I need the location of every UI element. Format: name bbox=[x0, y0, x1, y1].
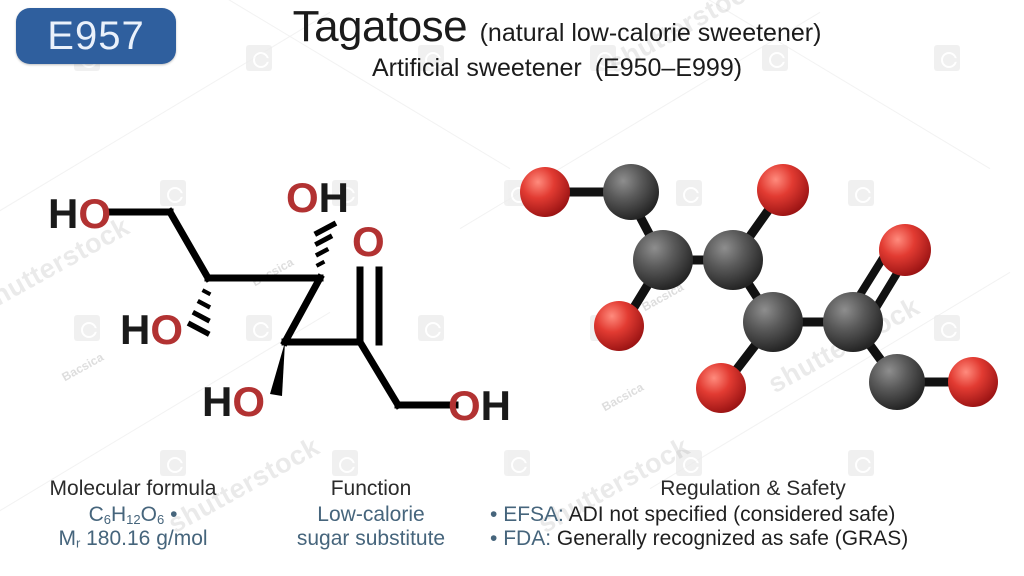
molar-mass: Mr 180.16 g/mol bbox=[8, 527, 258, 551]
column-molecular-formula: Molecular formula C6H12O6 • Mr 180.16 g/… bbox=[8, 477, 258, 552]
formula-o: O bbox=[140, 503, 157, 527]
regulation-body: • EFSA: ADI not specified (considered sa… bbox=[482, 503, 1024, 552]
formula-o-sub: 6 bbox=[156, 511, 165, 527]
mr-value: 180.16 g/mol bbox=[86, 527, 208, 551]
agency-label-fda: FDA: bbox=[503, 527, 552, 551]
atom-label-ketone-o: O bbox=[352, 218, 385, 265]
solid-wedge-bond bbox=[270, 342, 285, 396]
molecular-formula-body: C6H12O6 • Mr 180.16 g/mol bbox=[8, 503, 258, 552]
function-line-2: sugar substitute bbox=[296, 527, 446, 551]
function-line-1: Low-calorie bbox=[317, 503, 425, 527]
watermark-icon bbox=[332, 450, 358, 476]
model-bonds bbox=[548, 187, 972, 387]
info-section: Molecular formula C6H12O6 • Mr 180.16 g/… bbox=[0, 476, 1024, 576]
chemical-formula: C6H12O6 • bbox=[8, 503, 258, 527]
regulation-text-efsa: ADI not specified (considered safe) bbox=[568, 503, 896, 527]
molecular-formula-heading: Molecular formula bbox=[49, 477, 217, 500]
formula-c-sub: 6 bbox=[103, 511, 111, 527]
regulation-text-fda: Generally recognized as safe (GRAS) bbox=[556, 527, 909, 551]
function-body: Low-calorie sugar substitute bbox=[262, 503, 480, 552]
ball-and-stick-model bbox=[505, 150, 1015, 425]
mr-label: M bbox=[58, 527, 76, 551]
bullet-icon: • bbox=[490, 527, 498, 551]
hashed-wedge-bond-2 bbox=[313, 220, 338, 268]
column-regulation-safety: Regulation & Safety • EFSA: ADI not spec… bbox=[482, 477, 1024, 552]
subtitle-category: Artificial sweetener bbox=[371, 54, 582, 82]
bullet-icon: • bbox=[490, 503, 498, 527]
watermark-icon bbox=[848, 450, 874, 476]
watermark-icon bbox=[504, 450, 530, 476]
formula-c: C bbox=[88, 503, 104, 527]
regulation-item-efsa: • EFSA: ADI not specified (considered sa… bbox=[490, 503, 1024, 527]
skeletal-structure-diagram: HO HO HO OH O OH bbox=[30, 160, 520, 430]
hashed-wedge-bond-1 bbox=[186, 288, 212, 337]
formula-separator: • bbox=[170, 503, 178, 527]
oxygen-atoms bbox=[520, 164, 998, 413]
title-note: (natural low-calorie sweetener) bbox=[479, 19, 822, 47]
agency-label-efsa: EFSA: bbox=[503, 503, 564, 527]
regulation-item-fda: • FDA: Generally recognized as safe (GRA… bbox=[490, 527, 1024, 551]
page-title: Tagatose bbox=[292, 2, 468, 51]
title-row: Tagatose (natural low-calorie sweetener) bbox=[90, 2, 1024, 52]
atom-label-oh-upper: OH bbox=[286, 174, 349, 221]
atom-label-ho-left: HO bbox=[48, 190, 111, 237]
column-function: Function Low-calorie sugar substitute bbox=[262, 477, 480, 552]
function-heading: Function bbox=[330, 477, 412, 500]
watermark-icon bbox=[676, 450, 702, 476]
formula-h: H bbox=[110, 503, 127, 527]
title-block: Tagatose (natural low-calorie sweetener)… bbox=[0, 2, 1024, 83]
atom-label-ho-mid: HO bbox=[120, 306, 183, 353]
formula-h-sub: 12 bbox=[126, 511, 141, 527]
watermark-icon bbox=[160, 450, 186, 476]
mr-subscript: r bbox=[75, 536, 81, 551]
regulation-heading: Regulation & Safety bbox=[660, 477, 846, 500]
subtitle-enumber-range: (E950–E999) bbox=[594, 54, 743, 82]
subtitle-row: Artificial sweetener (E950–E999) bbox=[90, 54, 1024, 83]
atom-label-ho-bottom: HO bbox=[202, 378, 265, 425]
atom-label-oh-right: OH bbox=[448, 382, 511, 429]
